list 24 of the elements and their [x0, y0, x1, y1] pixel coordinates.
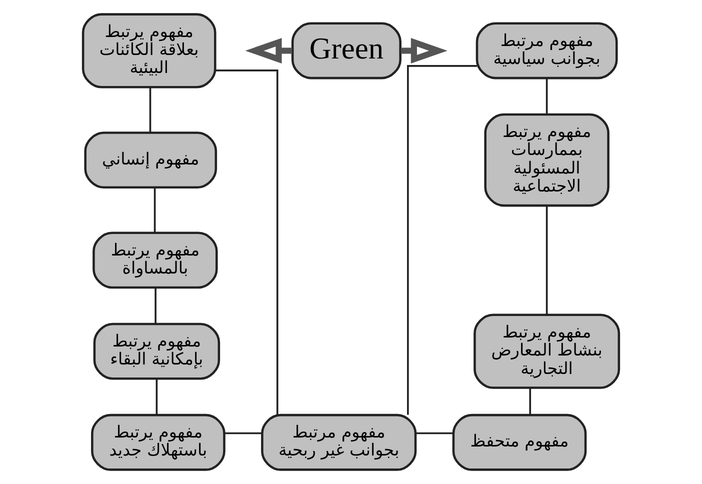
node-box: مفهوم يرتبط بعلاقة الكائنات البيئية: [82, 13, 216, 88]
connector: [216, 70, 278, 416]
arrow: [400, 38, 448, 64]
connector: [546, 78, 548, 114]
node-box: مفهوم مرتبط بجوانب سياسية: [476, 22, 618, 80]
node-box: مفهوم يرتبط بنشاط المعارض التجارية: [474, 314, 620, 389]
connector: [156, 378, 158, 414]
node-box: مفهوم يرتبط بممارسات المسئولية الاجتماعية: [484, 113, 610, 207]
node-box: مفهوم مرتبط بجوانب غير ربحية: [261, 414, 417, 471]
connector: [154, 288, 156, 324]
node-box: مفهوم إنساني: [84, 132, 218, 188]
arrow: [245, 38, 292, 64]
node-box: Green: [291, 22, 402, 80]
connector: [407, 65, 477, 415]
node-box: مفهوم متحفظ: [452, 414, 587, 471]
node-box: مفهوم يرتبط باستهلاك جديد: [91, 414, 226, 471]
connector: [149, 88, 152, 132]
node-box: مفهوم يرتبط بالمساواة: [92, 232, 218, 289]
node-box: مفهوم يرتبط بإمكانية البقاء: [93, 322, 220, 380]
connector: [546, 206, 548, 315]
connector: [416, 432, 454, 434]
connector: [154, 187, 156, 233]
connector: [529, 388, 532, 415]
connector: [224, 432, 262, 434]
